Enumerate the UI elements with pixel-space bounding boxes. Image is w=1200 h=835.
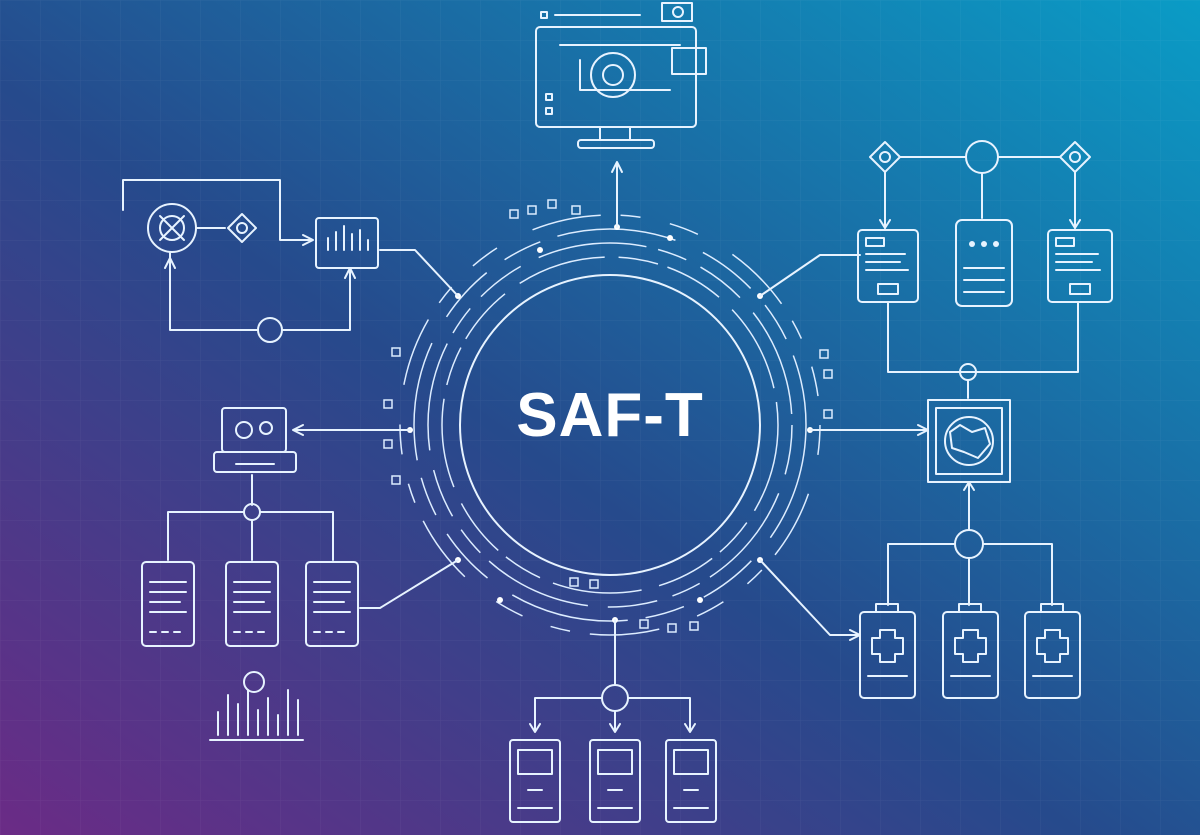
laptop-icon — [213, 407, 297, 473]
document-group — [141, 474, 359, 647]
top-monitor-icon — [535, 2, 707, 149]
battery-group — [859, 481, 1081, 699]
center-title: SAF-T — [516, 381, 704, 450]
bar-chart-loop-group — [122, 179, 379, 343]
bottom-computer-group — [509, 684, 717, 823]
connectors — [292, 161, 929, 686]
right-top-server-group — [857, 140, 1113, 399]
central-circuit-ring — [383, 199, 833, 636]
histogram-icon — [209, 671, 304, 741]
